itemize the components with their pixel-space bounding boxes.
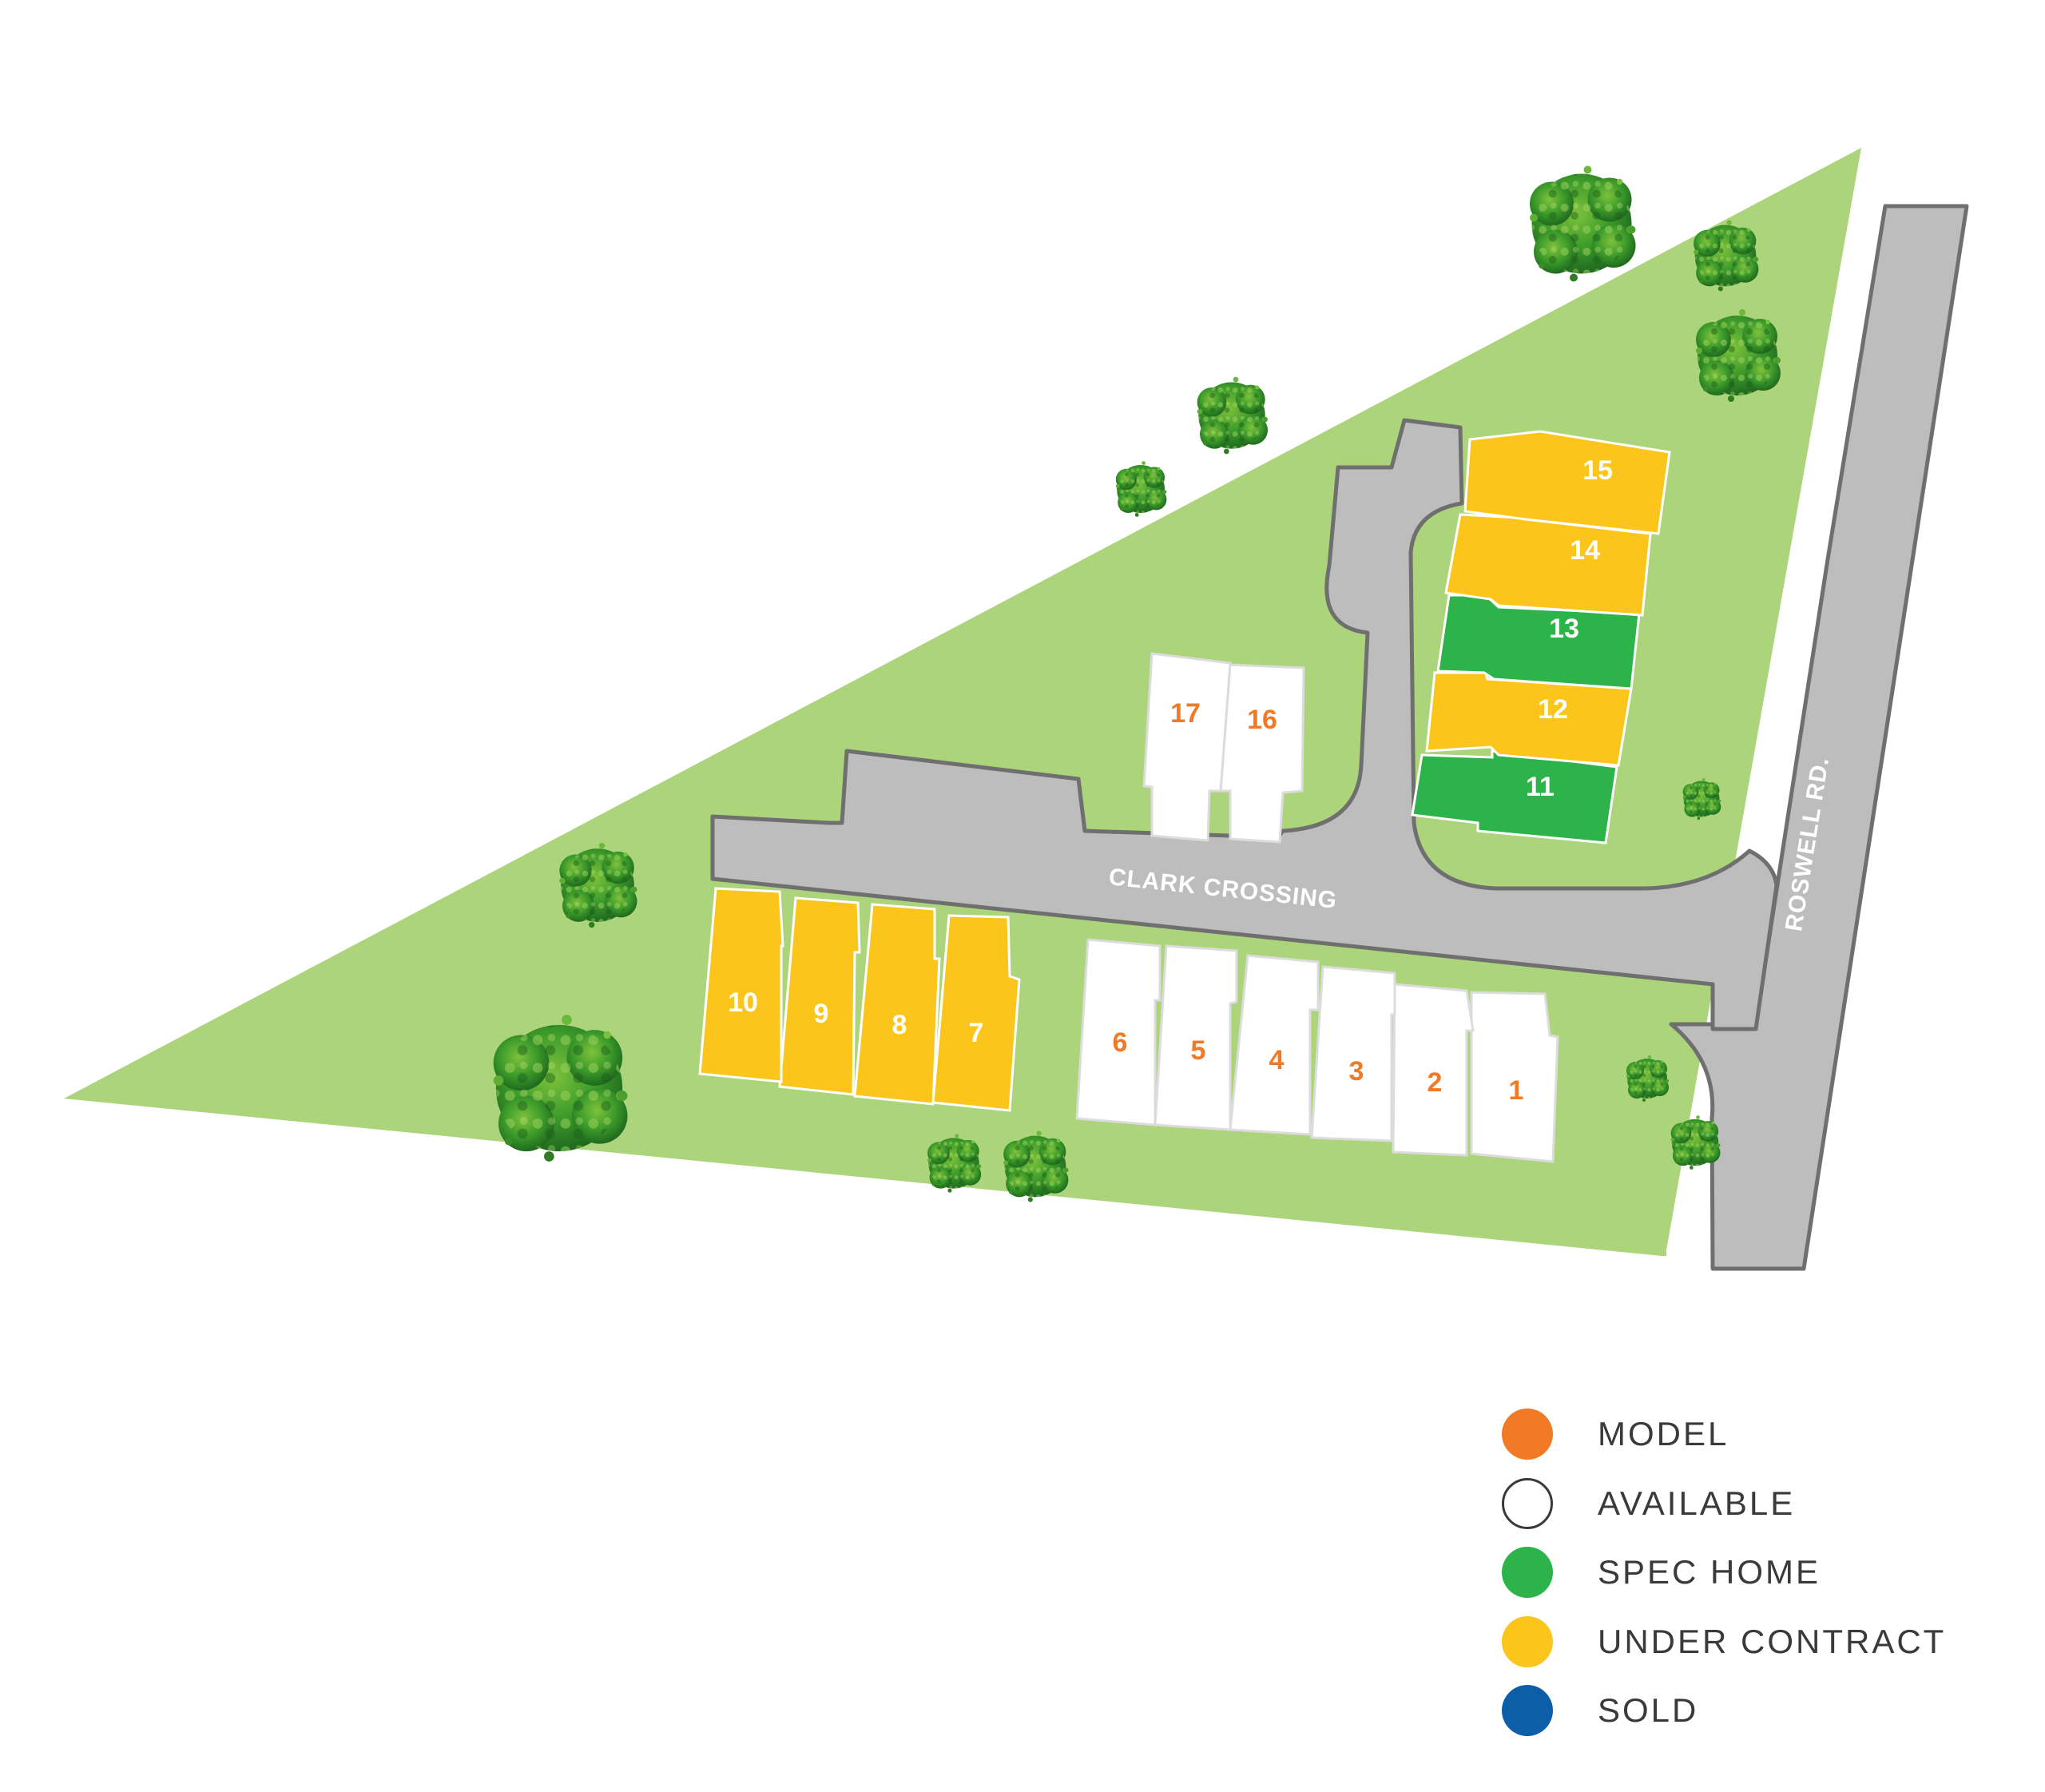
lot-number: 14 — [1570, 535, 1600, 566]
legend-swatch — [1502, 1547, 1553, 1599]
tree-icon — [927, 1134, 982, 1193]
tree-icon — [493, 1015, 628, 1162]
lot-number: 7 — [969, 1018, 984, 1048]
road-roswell — [1669, 204, 1969, 1271]
tree-icon — [1003, 1130, 1069, 1202]
tree-icon — [1670, 1115, 1721, 1170]
lot-number: 3 — [1349, 1056, 1364, 1087]
lot-4[interactable]: 4 — [1229, 954, 1320, 1136]
tree-icon — [559, 842, 637, 928]
lot-shape[interactable] — [1411, 749, 1618, 844]
lot-number: 15 — [1582, 455, 1613, 486]
lot-11[interactable]: 11 — [1411, 749, 1618, 844]
lot-shape[interactable] — [1310, 965, 1396, 1142]
lot-number: 4 — [1269, 1045, 1285, 1075]
tree-icon — [1530, 165, 1636, 282]
legend-item-sold: SOLD — [1502, 1676, 2013, 1746]
lot-number: 13 — [1549, 614, 1579, 644]
legend-label: SOLD — [1598, 1691, 1699, 1730]
lot-shape[interactable] — [1463, 430, 1671, 535]
lot-6[interactable]: 6 — [1075, 938, 1161, 1126]
tree-icon — [1682, 777, 1721, 821]
lot-2[interactable]: 2 — [1392, 983, 1475, 1157]
legend-label: MODEL — [1598, 1415, 1729, 1453]
lot-number: 11 — [1526, 772, 1555, 802]
tree-icon — [1115, 461, 1167, 517]
lot-shape[interactable] — [1392, 983, 1475, 1157]
lot-3[interactable]: 3 — [1310, 965, 1396, 1142]
legend-label: AVAILABLE — [1598, 1484, 1796, 1522]
lot-9[interactable]: 9 — [778, 896, 861, 1096]
lot-shape[interactable] — [1219, 663, 1305, 844]
lot-15[interactable]: 15 — [1463, 430, 1671, 535]
lot-7[interactable]: 7 — [931, 914, 1021, 1112]
lot-shape[interactable] — [778, 896, 861, 1096]
legend-label: UNDER CONTRACT — [1598, 1622, 1947, 1660]
road-clark-crossing — [710, 418, 1779, 1031]
tree-icon — [1696, 309, 1781, 402]
lot-shape[interactable] — [931, 914, 1021, 1112]
legend-item-spec-home: SPEC HOME — [1502, 1538, 2013, 1607]
legend-swatch — [1502, 1409, 1553, 1460]
lot-shape[interactable] — [1142, 652, 1232, 842]
tree-icon — [1197, 376, 1268, 455]
lot-number: 2 — [1428, 1067, 1443, 1098]
lot-number: 16 — [1247, 705, 1277, 735]
status-legend: MODEL AVAILABLE SPEC HOME UNDER CONTRACT SOL… — [1502, 1400, 2013, 1746]
lot-5[interactable]: 5 — [1154, 944, 1238, 1131]
lot-shape[interactable] — [1470, 991, 1559, 1163]
lot-10[interactable]: 10 — [698, 887, 784, 1083]
lot-16[interactable]: 16 — [1219, 663, 1305, 844]
lot-shape[interactable] — [698, 887, 784, 1083]
lot-number: 9 — [814, 999, 829, 1029]
legend-item-available: AVAILABLE — [1502, 1469, 2013, 1539]
lot-number: 8 — [892, 1010, 907, 1040]
tree-icon — [1626, 1055, 1669, 1102]
lot-number: 1 — [1509, 1075, 1524, 1106]
legend-label: SPEC HOME — [1598, 1553, 1821, 1591]
tree-icon — [1694, 220, 1759, 292]
legend-item-model: MODEL — [1502, 1400, 2013, 1469]
lot-1[interactable]: 1 — [1470, 991, 1559, 1163]
legend-swatch — [1502, 1685, 1553, 1737]
lot-8[interactable]: 8 — [853, 903, 941, 1106]
lot-shape[interactable] — [1075, 938, 1161, 1126]
lot-shape[interactable] — [853, 903, 941, 1106]
legend-item-under-contract: UNDER CONTRACT — [1502, 1607, 2013, 1677]
lot-number: 12 — [1538, 694, 1568, 725]
lot-17[interactable]: 17 — [1142, 652, 1232, 842]
legend-swatch — [1502, 1615, 1553, 1667]
lot-13[interactable]: 13 — [1436, 594, 1641, 690]
lot-number: 17 — [1170, 698, 1201, 729]
legend-swatch — [1502, 1477, 1553, 1529]
lot-number: 10 — [728, 987, 758, 1018]
lot-number: 5 — [1191, 1035, 1206, 1066]
lot-14[interactable]: 14 — [1444, 513, 1652, 617]
lot-number: 6 — [1113, 1027, 1128, 1058]
